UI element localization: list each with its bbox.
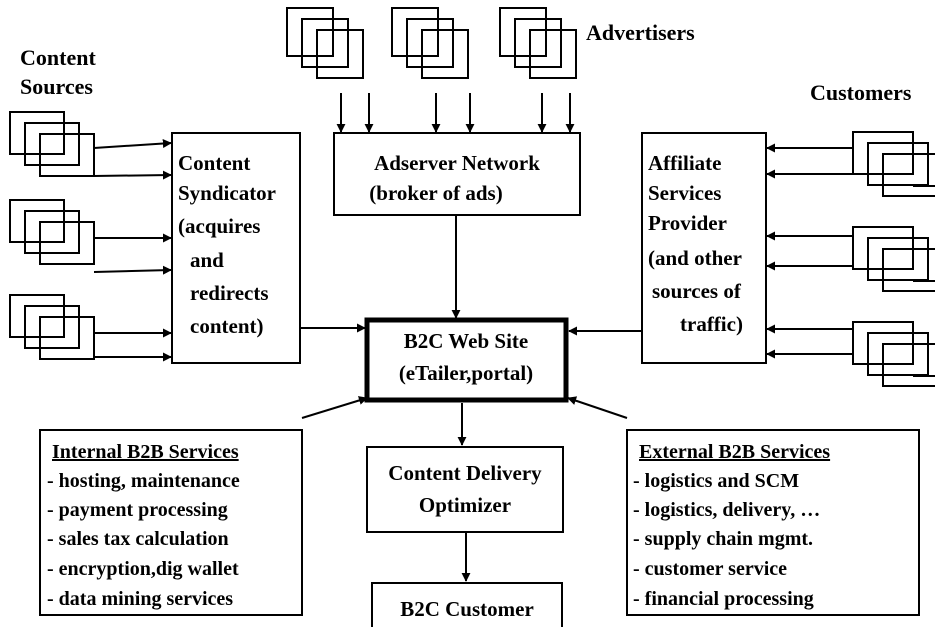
cdo-line: Content Delivery xyxy=(388,461,542,485)
external-service-item: - customer service xyxy=(633,558,787,580)
affiliate-line: Provider xyxy=(648,211,727,235)
syndicator-line: (acquires xyxy=(178,214,260,238)
customer-icon xyxy=(852,131,935,197)
affiliate-line: traffic) xyxy=(680,312,743,336)
external-services-title: External B2B Services xyxy=(639,441,830,463)
affiliate-services-box xyxy=(641,132,767,364)
internal-service-item: - sales tax calculation xyxy=(47,528,229,550)
customer-icon xyxy=(852,226,935,292)
external-services-to-site-arrow xyxy=(567,396,628,419)
advertiser-icon xyxy=(391,7,469,79)
content-delivery-optimizer-text: Content Delivery Optimizer xyxy=(388,461,542,517)
b2c-site-line: (eTailer,portal) xyxy=(399,361,533,385)
external-service-item: - supply chain mgmt. xyxy=(633,528,813,550)
internal-service-item: - payment processing xyxy=(47,499,228,521)
source-to-syndicator-arrow xyxy=(93,265,172,275)
b2c-site-line: B2C Web Site xyxy=(404,329,528,353)
syndicator-line: Syndicator xyxy=(178,181,276,205)
content-syndicator-text: Content Syndicator (acquires and redirec… xyxy=(178,151,276,338)
internal-service-item: - encryption,dig wallet xyxy=(47,558,239,580)
adserver-network-text: Adserver Network (broker of ads) xyxy=(369,151,540,205)
syndicator-line: redirects xyxy=(190,281,269,305)
external-service-item: - logistics, delivery, … xyxy=(633,499,820,521)
external-service-item: - financial processing xyxy=(633,588,814,610)
external-b2b-services-box xyxy=(626,429,920,616)
b2c-customer-label: B2C Customer xyxy=(400,597,534,621)
syndicator-line: and xyxy=(190,248,224,272)
b2c-web-site-box xyxy=(364,317,569,403)
b2c-web-site-text: B2C Web Site (eTailer,portal) xyxy=(399,329,533,385)
advertiser-icon xyxy=(286,7,364,79)
content-delivery-optimizer-box xyxy=(366,446,564,533)
content-sources-label: Content Sources xyxy=(20,45,96,99)
affiliate-line: sources of xyxy=(652,279,742,303)
affiliate-line: (and other xyxy=(648,246,742,270)
advertisers-label: Advertisers xyxy=(586,20,695,45)
external-b2b-services-text: External B2B Services - logistics and SC… xyxy=(633,441,830,610)
adserver-line: Adserver Network xyxy=(374,151,540,175)
content-source-icon xyxy=(9,111,95,177)
customer-icon xyxy=(852,321,935,387)
internal-b2b-services-text: Internal B2B Services - hosting, mainten… xyxy=(47,441,240,610)
internal-service-item: - hosting, maintenance xyxy=(47,470,240,492)
internal-services-to-site-arrow xyxy=(301,396,368,419)
syndicator-line: content) xyxy=(190,314,263,338)
internal-service-item: - data mining services xyxy=(47,588,233,610)
affiliate-line: Services xyxy=(648,181,721,205)
affiliate-services-text: Affiliate Services Provider (and other s… xyxy=(648,151,743,336)
content-sources-label-line: Sources xyxy=(20,74,93,99)
advertiser-icon xyxy=(499,7,577,79)
internal-services-title: Internal B2B Services xyxy=(52,441,239,463)
content-syndicator-box xyxy=(171,132,301,364)
affiliate-line: Affiliate xyxy=(648,151,721,175)
content-source-icon xyxy=(9,199,95,265)
b2c-customer-box xyxy=(371,582,563,627)
source-to-syndicator-arrow xyxy=(93,170,172,180)
internal-b2b-services-box xyxy=(39,429,303,616)
customer-connectors xyxy=(913,185,935,377)
adserver-line: (broker of ads) xyxy=(369,181,502,205)
source-to-syndicator-arrow xyxy=(93,139,172,149)
external-service-item: - logistics and SCM xyxy=(633,470,799,492)
content-source-icon xyxy=(9,294,95,360)
customers-label: Customers xyxy=(810,80,912,105)
content-sources-label-line: Content xyxy=(20,45,96,70)
syndicator-line: Content xyxy=(178,151,250,175)
cdo-line: Optimizer xyxy=(419,493,511,517)
adserver-network-box xyxy=(333,132,581,216)
